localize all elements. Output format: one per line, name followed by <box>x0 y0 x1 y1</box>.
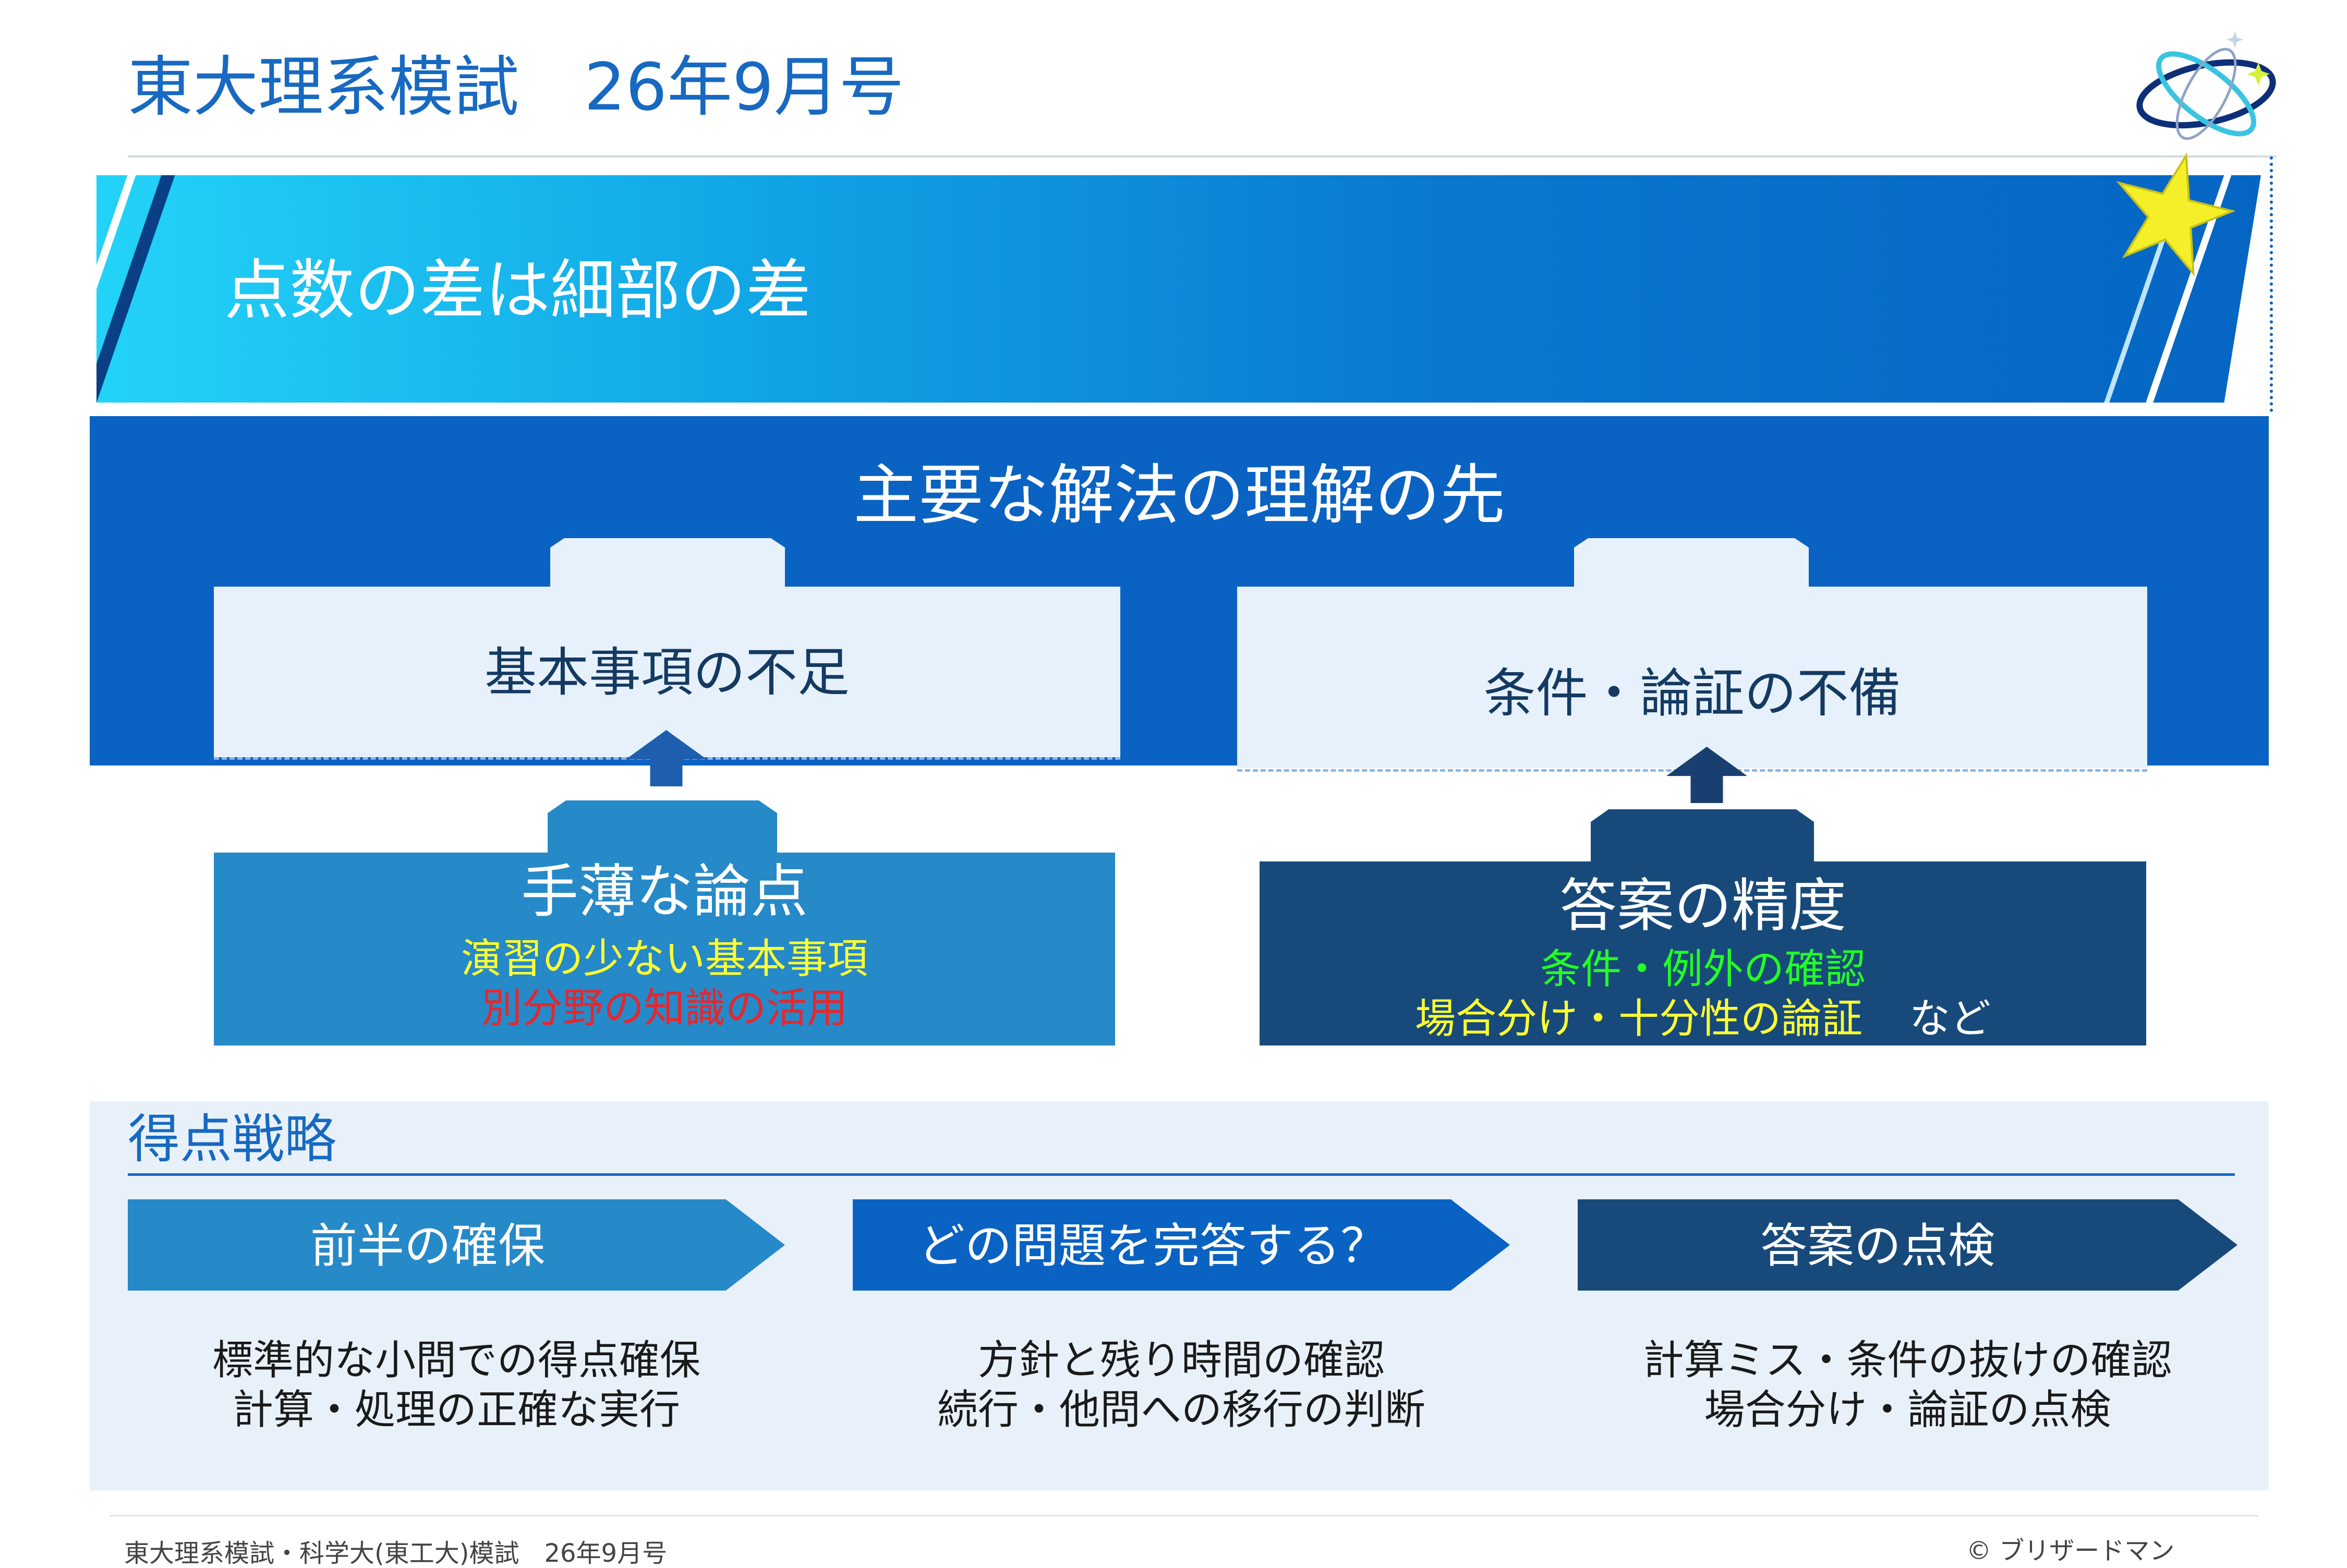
strategy-step-3-desc1: 計算ミス・条件の抜けの確認 <box>1643 1337 2172 1384</box>
strategy-title: 得点戦略 <box>128 1109 336 1170</box>
right-detail-suffix: など <box>1909 995 1991 1042</box>
left-detail-line1: 演習の少ない基本事項 <box>461 935 868 982</box>
right-card-tab <box>1574 538 1809 590</box>
left-detail-line2: 別分野の知識の活用 <box>481 985 848 1032</box>
right-issue-card <box>1237 587 2147 768</box>
strategy-step-2-desc2: 続行・他問への移行の判断 <box>937 1387 1425 1433</box>
left-detail-box <box>214 853 1115 1046</box>
right-detail-tab <box>1591 809 1814 867</box>
main-heading: 主要な解法の理解の先 <box>853 458 1505 533</box>
strategy-divider <box>128 1173 2235 1176</box>
strategy-step-3-label: 答案の点検 <box>1760 1219 1995 1273</box>
title-divider <box>128 155 2277 157</box>
left-detail-tab <box>548 800 777 858</box>
left-detail-title: 手薄な論点 <box>521 858 808 925</box>
right-detail-box <box>1260 861 2146 1046</box>
right-issue-label: 条件・論証の不備 <box>1483 663 1901 724</box>
strategy-step-1 <box>128 1199 785 1291</box>
star-icon <box>2116 152 2235 277</box>
left-card-tab <box>550 538 785 590</box>
right-detail-line1: 条件・例外の確認 <box>1540 946 1866 993</box>
left-issue-card <box>214 587 1120 757</box>
strategy-step-2-desc1: 方針と残り時間の確認 <box>977 1337 1385 1384</box>
right-detail-line2: 場合分け・十分性の論証など <box>1260 999 2146 1039</box>
orbit-logo-icon <box>2136 31 2276 140</box>
strategy-step-1-label: 前半の確保 <box>310 1219 545 1273</box>
page-title: 東大理系模試 26年9月号 <box>128 50 904 125</box>
strategy-step-2-label: どの問題を完答する？ <box>918 1219 1387 1273</box>
left-issue-label: 基本事項の不足 <box>485 642 850 703</box>
right-detail-highlight: 場合分け・十分性の論証 <box>1414 995 1862 1042</box>
footer-source: 東大理系模試・科学大(東工大)模試 26年9月号 <box>124 1539 668 1568</box>
strategy-step-1-desc2: 計算・処理の正確な実行 <box>232 1387 680 1433</box>
footer-copyright: © ブリザードマン <box>1966 1536 2175 1565</box>
footer-divider <box>110 1515 2258 1516</box>
right-detail-title: 答案の精度 <box>1559 872 1846 939</box>
headline-banner <box>96 175 2261 403</box>
dotted-guide-line <box>2270 156 2273 412</box>
strategy-step-3-desc2: 場合分け・論証の点検 <box>1704 1387 2111 1433</box>
strategy-panel <box>90 1101 2269 1490</box>
strategy-step-3 <box>1578 1199 2237 1291</box>
strategy-step-2 <box>853 1199 1510 1291</box>
banner-headline: 点数の差は細部の差 <box>224 253 811 329</box>
strategy-step-1-desc1: 標準的な小問での得点確保 <box>212 1337 700 1384</box>
